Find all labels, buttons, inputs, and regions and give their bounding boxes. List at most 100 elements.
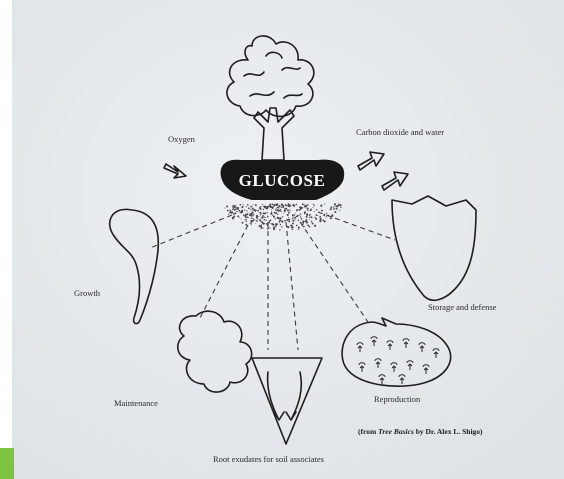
spray-dot — [296, 210, 298, 212]
spray-dot — [235, 209, 237, 211]
spray-dot — [259, 212, 261, 214]
spray-dot — [336, 206, 338, 208]
spray-dot — [287, 209, 289, 211]
spray-dot — [267, 225, 268, 226]
spray-dot — [305, 205, 307, 207]
spray-dot — [258, 226, 259, 227]
spray-dot — [247, 211, 248, 212]
spray-dot — [288, 204, 289, 205]
spray-dot — [253, 219, 254, 220]
spray-dot — [309, 214, 311, 216]
spray-dot — [281, 226, 282, 227]
spray-dot — [262, 215, 263, 216]
spray-dot — [272, 204, 273, 205]
spray-dot — [300, 213, 301, 214]
glucose-label: GLUCOSE — [239, 171, 326, 190]
spray-dot — [307, 215, 308, 216]
spray-dot — [257, 218, 258, 219]
spray-dot — [286, 219, 288, 221]
spray-dot — [291, 227, 293, 229]
spray-dot — [293, 218, 294, 219]
spray-dot — [277, 207, 278, 208]
spray-dot — [301, 218, 303, 220]
spray-dot — [301, 207, 303, 209]
spray-dot — [273, 204, 274, 205]
spray-dot — [292, 218, 293, 219]
spray-dot — [276, 209, 277, 210]
spray-dot — [270, 206, 271, 207]
spray-dot — [330, 208, 332, 210]
spray-dot — [242, 222, 244, 224]
spray-dot — [284, 220, 286, 222]
spray-dot — [267, 216, 269, 218]
spray-dot — [229, 210, 231, 212]
spray-dot — [309, 219, 310, 220]
spray-dot — [274, 212, 276, 214]
spray-dot — [333, 206, 334, 207]
spray-dot — [275, 218, 276, 219]
spray-dot — [314, 217, 315, 218]
spray-dot — [272, 207, 274, 209]
spray-dot — [301, 222, 302, 223]
spray-dot — [252, 205, 253, 206]
spray-dot — [279, 230, 280, 231]
spray-dot — [278, 207, 279, 208]
spray-dot — [271, 209, 272, 210]
spray-dot — [262, 204, 263, 205]
spray-dot — [269, 204, 271, 206]
spray-dot — [293, 205, 294, 206]
spray-dot — [241, 207, 243, 209]
spray-dot — [307, 208, 309, 210]
spray-dot — [295, 204, 297, 206]
spray-dot — [286, 205, 287, 206]
spray-dot — [304, 204, 305, 205]
spray-dot — [259, 225, 260, 226]
spray-dot — [246, 210, 247, 211]
spray-dot — [259, 219, 260, 220]
spray-dot — [243, 214, 245, 216]
spray-dot — [292, 214, 293, 215]
spray-dot — [260, 226, 262, 228]
spray-dot — [283, 206, 285, 208]
spray-dot — [233, 205, 235, 207]
spray-dot — [278, 210, 279, 211]
spray-dot — [273, 228, 275, 230]
spray-dot — [279, 217, 281, 219]
spray-dot — [244, 216, 246, 218]
spray-dot — [253, 210, 254, 211]
spray-dot — [324, 204, 325, 205]
spray-dot — [294, 217, 296, 219]
spray-dot — [306, 216, 308, 218]
spray-dot — [289, 204, 291, 206]
spray-dot — [251, 217, 252, 218]
spray-dot — [256, 210, 257, 211]
spray-dot — [303, 226, 305, 228]
spray-dot — [275, 204, 276, 205]
credit-prefix: (from — [358, 427, 378, 436]
spray-dot — [281, 221, 282, 222]
spray-dot — [304, 211, 306, 213]
spray-dot — [333, 208, 335, 210]
spray-dot — [235, 205, 236, 206]
spray-dot — [255, 223, 256, 224]
glucose-badge: GLUCOSE — [221, 160, 345, 200]
spray-dot — [232, 208, 234, 210]
spray-dot — [322, 204, 323, 205]
spray-dot — [288, 211, 290, 213]
spray-dot — [279, 221, 281, 223]
spray-dot — [288, 221, 290, 223]
oxygen-label: Oxygen — [168, 134, 196, 144]
spray-dot — [271, 223, 273, 225]
spray-dot — [249, 214, 251, 216]
spray-dot — [275, 212, 277, 214]
spray-dot — [262, 217, 263, 218]
spray-dot — [246, 206, 247, 207]
spray-dot — [264, 219, 265, 220]
spray-dot — [309, 226, 311, 228]
spray-dot — [259, 216, 260, 217]
spray-dot — [292, 217, 293, 218]
spray-dot — [324, 214, 325, 215]
spray-dot — [293, 216, 294, 217]
spray-dot — [245, 219, 246, 220]
